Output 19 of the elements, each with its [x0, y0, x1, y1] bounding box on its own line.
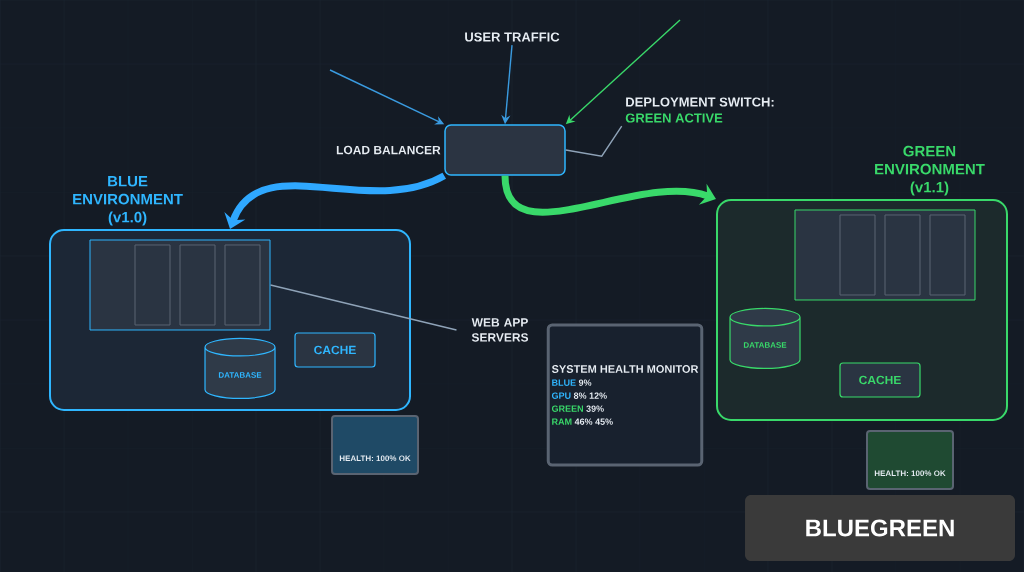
health-screen: HEALTH: 100% OK [866, 430, 954, 490]
node-label: GREEN ENVIRONMENT (v1.1) [875, 145, 985, 196]
leader-line [269, 284, 458, 331]
node-label: BLUE ENVIRONMENT (v1.0) [73, 176, 183, 226]
traffic-label: USER TRAFFIC [465, 32, 560, 42]
switch-label: DEPLOYMENT SWITCH: GREEN ACTIVE [625, 97, 774, 123]
cache-box: CACHE [294, 332, 376, 368]
health-monitor-screen: SYSTEM HEALTH MONITOR BLUE 9% GPU 8% 12% GREEN 39% RAM 46% 45% [546, 323, 704, 467]
database-cylinder: DATABASE [204, 337, 276, 400]
title-banner: BLUEGREEN [745, 495, 1015, 561]
server-racks [794, 209, 976, 301]
servers-label: WEB APP SERVERS [471, 318, 529, 342]
server-racks [89, 239, 271, 331]
database-cylinder: DATABASE [729, 307, 801, 370]
health-screen: HEALTH: 100% OK [331, 415, 419, 475]
load-balancer-device: LOAD BALANCER [336, 124, 566, 176]
node-label: LOAD BALANCER [336, 145, 441, 155]
leader-line [565, 125, 623, 157]
cache-box: CACHE [839, 362, 921, 398]
